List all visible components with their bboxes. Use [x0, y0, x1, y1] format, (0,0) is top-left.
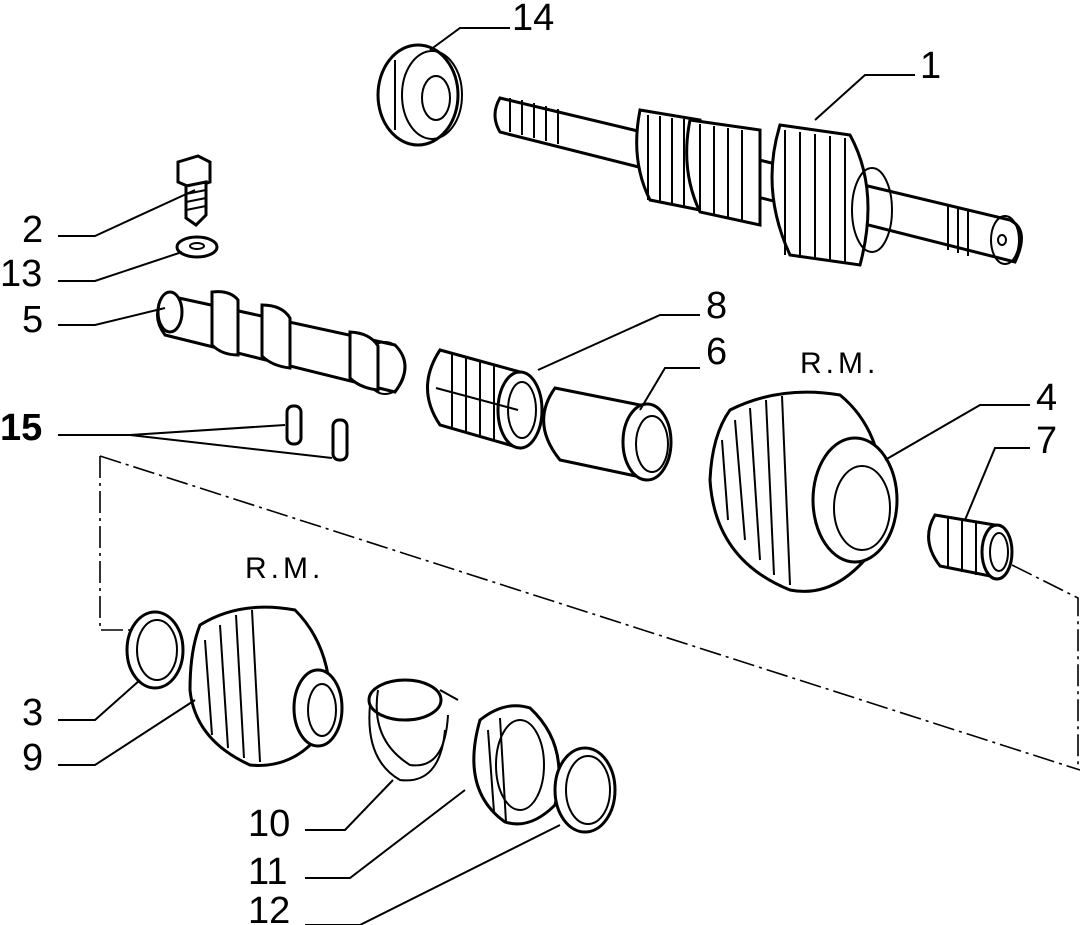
callout-2: 2 [22, 209, 43, 251]
part-5-shaft [156, 290, 407, 395]
rm-label-upper: R.M. [800, 347, 879, 380]
part-11-synchro-ring [472, 704, 561, 826]
part-13-washer [175, 235, 219, 259]
callout-6: 6 [706, 331, 727, 373]
assembly-axis-line [99, 455, 1080, 771]
callout-5: 5 [22, 299, 43, 341]
callout-10: 10 [248, 803, 290, 845]
callout-14: 14 [512, 0, 554, 39]
rm-label-lower: R.M. [245, 552, 324, 585]
callout-8: 8 [706, 285, 727, 327]
callout-9: 9 [22, 737, 43, 779]
part-4-reverse-gear [708, 390, 899, 593]
part-9-gear [188, 605, 344, 767]
part-14-bearing [376, 43, 463, 147]
part-15-pins [285, 404, 349, 462]
part-7-needle-bearing [927, 513, 1014, 581]
callout-7: 7 [1036, 420, 1057, 462]
callout-4: 4 [1036, 377, 1057, 419]
part-10-spring [367, 678, 459, 782]
callout-12: 12 [248, 890, 290, 925]
part-8-needle-bearing [426, 348, 544, 450]
callout-11: 11 [248, 851, 287, 893]
callout-13: 13 [0, 253, 42, 295]
callout-1: 1 [920, 45, 941, 87]
part-1-main-shaft [493, 96, 1023, 267]
leader-lines [58, 27, 1030, 925]
part-12-ring [553, 746, 617, 834]
part-6-spacer [542, 386, 673, 482]
part-3-snap-ring [125, 610, 185, 690]
callout-labels: 14 1 2 13 5 8 6 4 7 15 3 9 10 11 12 R.M.… [0, 0, 1057, 925]
callout-15: 15 [0, 407, 42, 449]
callout-3: 3 [22, 692, 43, 734]
